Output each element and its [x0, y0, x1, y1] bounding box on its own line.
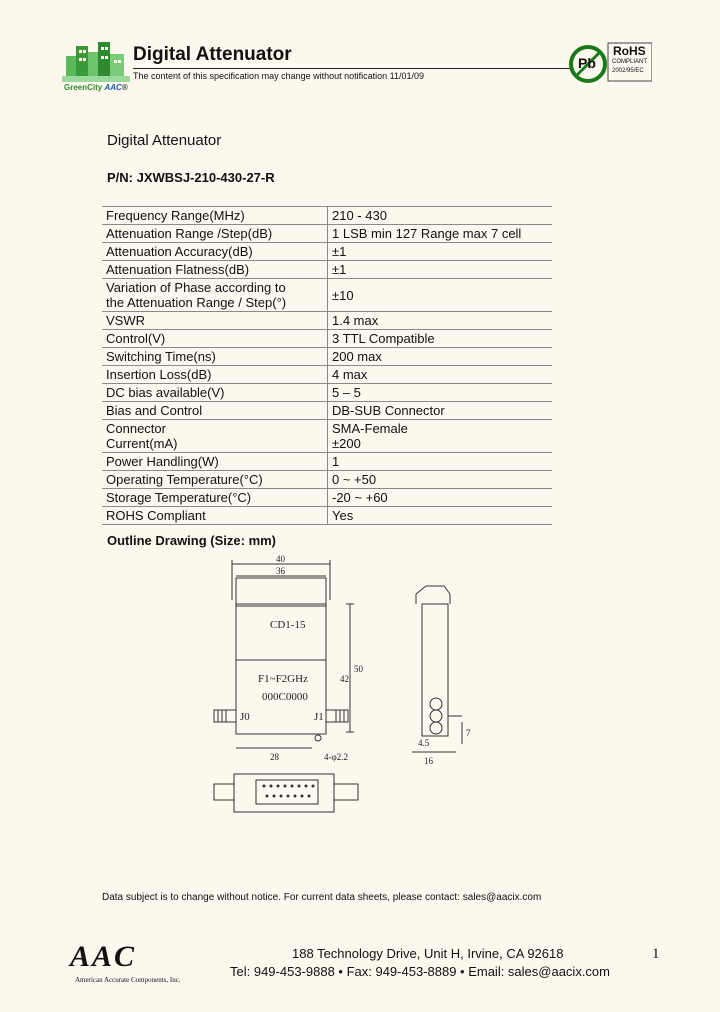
spec-param: DC bias available(V): [102, 383, 328, 402]
spec-value: 1: [327, 452, 552, 471]
spec-param: Control(V): [102, 329, 328, 348]
outline-drawing: 40 36 28 50 42 4.5 16 7 4-φ2.2 CD1-15 F1…: [213, 554, 471, 813]
dim-16: 16: [424, 756, 434, 766]
spec-value: 0 ~ +50: [327, 470, 552, 489]
port-j1-label: J1: [314, 711, 324, 723]
dim-40: 40: [276, 554, 286, 564]
spec-param: Attenuation Flatness(dB): [102, 260, 328, 279]
rohs-compliant-label: COMPLIANT: [612, 59, 648, 65]
spec-value-line2: ±200: [332, 436, 361, 451]
rohs-code-label: 2002/95/EC: [612, 68, 644, 74]
table-row: Switching Time(ns)200 max: [102, 347, 552, 366]
outline-drawing-title: Outline Drawing (Size: mm): [107, 533, 277, 548]
rohs-badge: Pb RoHS COMPLIANT 2002/95/EC: [568, 40, 653, 84]
model-label: CD1-15: [270, 619, 306, 631]
table-row: Attenuation Range /Step(dB)1 LSB min 127…: [102, 224, 552, 243]
spec-value: ±1: [327, 242, 552, 261]
spec-value: Yes: [327, 506, 552, 525]
spec-value: 1 LSB min 127 Range max 7 cell: [327, 224, 552, 243]
spec-value: DB-SUB Connector: [327, 401, 552, 420]
table-row: Insertion Loss(dB)4 max: [102, 365, 552, 384]
spec-value: 3 TTL Compatible: [327, 329, 552, 348]
spec-param: Attenuation Range /Step(dB): [102, 224, 328, 243]
pb-label: Pb: [578, 55, 596, 71]
table-row: Power Handling(W)1: [102, 452, 552, 471]
spec-value: SMA-Female±200: [327, 419, 552, 453]
brand-mark: AAC: [104, 83, 122, 92]
spec-param: Power Handling(W): [102, 452, 328, 471]
table-row: DC bias available(V)5 – 5: [102, 383, 552, 402]
spec-value: 5 – 5: [327, 383, 552, 402]
hole-spec: 4-φ2.2: [324, 752, 348, 762]
spec-param: Attenuation Accuracy(dB): [102, 242, 328, 261]
dim-4-5: 4.5: [418, 738, 430, 748]
company-contact: Tel: 949-453-9888 • Fax: 949-453-8889 • …: [230, 964, 610, 979]
spec-param: ROHS Compliant: [102, 506, 328, 525]
spec-param: Frequency Range(MHz): [102, 206, 328, 225]
spec-param-line1: Variation of Phase according to: [106, 280, 286, 295]
spec-value: -20 ~ +60: [327, 488, 552, 507]
page-number: 1: [652, 946, 660, 962]
spec-value: ±1: [327, 260, 552, 279]
page-title: Digital Attenuator: [133, 44, 292, 65]
spec-param: Storage Temperature(°C): [102, 488, 328, 507]
table-row: Storage Temperature(°C)-20 ~ +60: [102, 488, 552, 507]
part-number: P/N: JXWBSJ-210-430-27-R: [107, 170, 275, 185]
dim-28: 28: [270, 752, 280, 762]
spec-param: Operating Temperature(°C): [102, 470, 328, 489]
dim-7: 7: [466, 728, 471, 738]
spec-value: 210 - 430: [327, 206, 552, 225]
section-heading: Digital Attenuator: [107, 132, 222, 149]
spec-param: VSWR: [102, 311, 328, 330]
rohs-label: RoHS: [613, 44, 646, 58]
dim-42: 42: [340, 674, 349, 684]
header-rule: [133, 68, 573, 69]
spec-param-line2: the Attenuation Range / Step(°): [106, 295, 287, 310]
spec-value: 4 max: [327, 365, 552, 384]
spec-value: ±10: [327, 278, 552, 312]
table-row: Attenuation Accuracy(dB)±1: [102, 242, 552, 261]
spec-table: Frequency Range(MHz)210 - 430 Attenuatio…: [102, 206, 552, 525]
spec-param-line1: Connector: [106, 421, 166, 436]
greencity-logo: [62, 38, 130, 84]
serial-label: 000C0000: [262, 691, 308, 703]
spec-param: Switching Time(ns): [102, 347, 328, 366]
spec-param: Insertion Loss(dB): [102, 365, 328, 384]
freq-label: F1~F2GHz: [258, 673, 308, 685]
spec-value: 200 max: [327, 347, 552, 366]
table-row: Operating Temperature(°C)0 ~ +50: [102, 470, 552, 489]
footer-note: Data subject is to change without notice…: [102, 892, 542, 903]
spec-param: Bias and Control: [102, 401, 328, 420]
table-row: Attenuation Flatness(dB)±1: [102, 260, 552, 279]
table-row: Control(V)3 TTL Compatible: [102, 329, 552, 348]
spec-value: 1.4 max: [327, 311, 552, 330]
port-j0-label: J0: [240, 711, 250, 723]
brand-name: GreenCity: [64, 83, 103, 92]
spec-change-notice: The content of this specification may ch…: [133, 71, 425, 81]
company-name: American Accurate Components, Inc.: [75, 976, 181, 984]
dim-36: 36: [276, 566, 286, 576]
spec-param-line2: Current(mA): [106, 436, 178, 451]
company-address: 188 Technology Drive, Unit H, Irvine, CA…: [292, 946, 564, 961]
table-row: Frequency Range(MHz)210 - 430: [102, 206, 552, 225]
brand-label: GreenCity AAC®: [64, 83, 128, 92]
aac-logo: AAC: [70, 940, 137, 973]
spec-value-line1: SMA-Female: [332, 421, 408, 436]
dim-50: 50: [354, 664, 364, 674]
